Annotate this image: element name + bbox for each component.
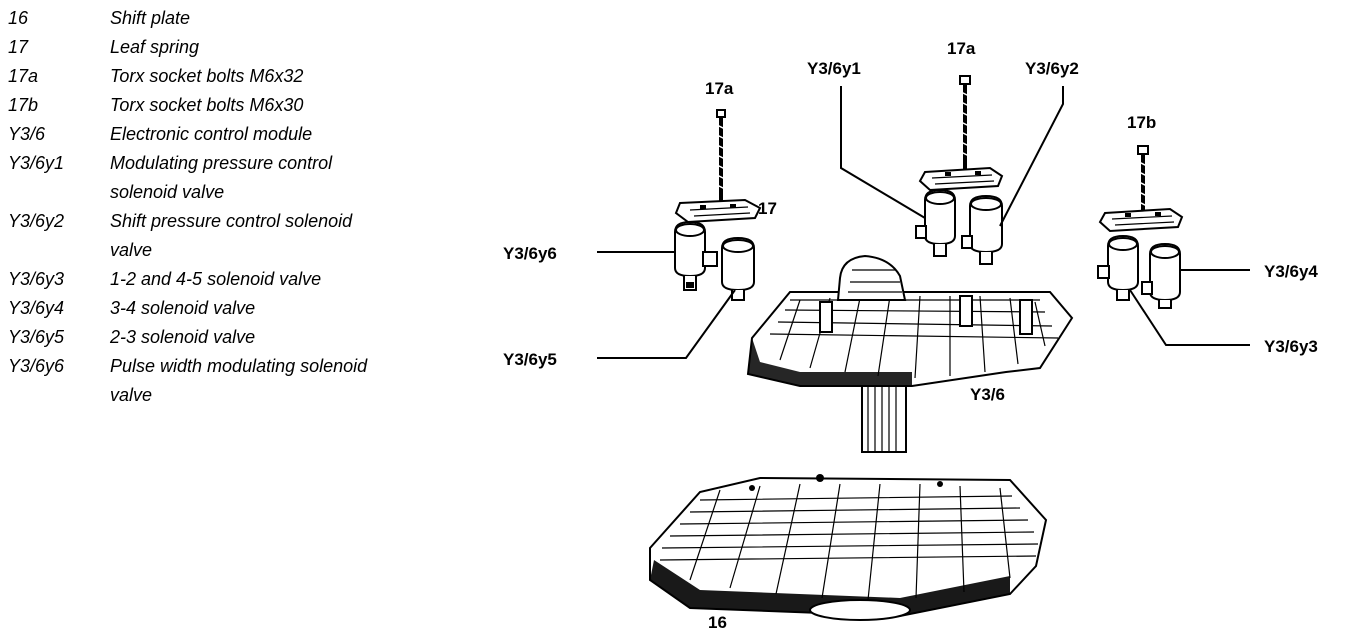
legend-desc-line2: solenoid valve bbox=[110, 182, 225, 202]
bolt-17a-left bbox=[716, 109, 726, 205]
label-17: 17 bbox=[758, 199, 777, 218]
legend-row: Y3/6y4 3-4 solenoid valve bbox=[8, 294, 478, 323]
label-16: 16 bbox=[708, 613, 727, 632]
label-y2: Y3/6y2 bbox=[1025, 59, 1079, 78]
label-17a-left: 17a bbox=[705, 79, 734, 98]
leaf-spring-right bbox=[1098, 207, 1184, 233]
legend-code: Y3/6y6 bbox=[8, 356, 65, 376]
legend-desc: Shift pressure control solenoid valve bbox=[110, 207, 478, 265]
label-y1: Y3/6y1 bbox=[807, 59, 861, 78]
leader-y3 bbox=[1129, 289, 1250, 346]
legend-desc: Torx socket bolts M6x32 bbox=[110, 66, 304, 86]
leader-y2 bbox=[999, 86, 1064, 227]
legend-desc-line1: Shift pressure control solenoid bbox=[110, 211, 353, 231]
legend-code: 16 bbox=[8, 8, 29, 28]
label-17a-top: 17a bbox=[947, 39, 976, 58]
legend-code: Y3/6y4 bbox=[8, 298, 65, 318]
exploded-diagram: 17a 17a 17b 17 Y3/6y1 Y3/6y2 Y3/6y3 Y3/6… bbox=[503, 39, 1318, 632]
legend-desc: Pulse width modulating solenoid valve bbox=[110, 352, 478, 410]
label-y3-6: Y3/6 bbox=[970, 385, 1005, 404]
leader-y1 bbox=[840, 86, 926, 219]
legend-desc-line2: valve bbox=[110, 240, 153, 260]
label-y6: Y3/6y6 bbox=[503, 244, 557, 263]
legend-row: Y3/6y2 Shift pressure control solenoid v… bbox=[8, 207, 478, 265]
bolt-17a-top bbox=[959, 75, 971, 172]
shift-plate bbox=[649, 474, 1048, 621]
label-y4: Y3/6y4 bbox=[1264, 262, 1318, 281]
legend-desc: 3-4 solenoid valve bbox=[110, 298, 256, 318]
legend-row: 16 Shift plate bbox=[8, 4, 478, 33]
legend-desc-line2: valve bbox=[110, 385, 153, 405]
legend-row: 17 Leaf spring bbox=[8, 33, 478, 62]
legend-row: Y3/6y5 2-3 solenoid valve bbox=[8, 323, 478, 352]
legend-desc-line1: Modulating pressure control bbox=[110, 153, 333, 173]
legend-desc: Leaf spring bbox=[110, 37, 200, 57]
label-y5: Y3/6y5 bbox=[503, 350, 557, 369]
legend-row: 17b Torx socket bolts M6x30 bbox=[8, 91, 478, 120]
leaf-spring-17-left bbox=[674, 198, 762, 224]
solenoid-y6 bbox=[674, 220, 718, 291]
legend-row: Y3/6y6 Pulse width modulating solenoid v… bbox=[8, 352, 478, 410]
legend-row: Y3/6y1 Modulating pressure control solen… bbox=[8, 149, 478, 207]
legend-code: 17b bbox=[8, 95, 39, 115]
label-17b: 17b bbox=[1127, 113, 1156, 132]
legend-code: Y3/6 bbox=[8, 124, 46, 144]
legend-row: Y3/6 Electronic control module bbox=[8, 120, 478, 149]
legend-desc: Torx socket bolts M6x30 bbox=[110, 95, 304, 115]
legend-row: 17a Torx socket bolts M6x32 bbox=[8, 62, 478, 91]
legend-code: 17a bbox=[8, 66, 39, 86]
solenoid-y1 bbox=[915, 188, 956, 257]
legend-code: Y3/6y5 bbox=[8, 327, 65, 347]
electronic-control-module bbox=[746, 254, 1074, 453]
solenoid-y3 bbox=[1097, 234, 1139, 301]
legend-code: Y3/6y1 bbox=[8, 153, 65, 173]
legend-code: Y3/6y2 bbox=[8, 211, 65, 231]
legend-code: Y3/6y3 bbox=[8, 269, 65, 289]
legend-desc: 1-2 and 4-5 solenoid valve bbox=[110, 269, 322, 289]
label-y3: Y3/6y3 bbox=[1264, 337, 1318, 356]
legend-code: 17 bbox=[8, 37, 29, 57]
leaf-spring-top bbox=[918, 166, 1004, 192]
leader-y5 bbox=[597, 289, 736, 359]
legend-desc: Shift plate bbox=[110, 8, 191, 28]
bolt-17b bbox=[1137, 145, 1149, 210]
solenoid-y2 bbox=[961, 194, 1003, 265]
legend-desc-line1: Pulse width modulating solenoid bbox=[110, 356, 368, 376]
solenoid-y4 bbox=[1141, 242, 1181, 309]
legend-row: Y3/6y3 1-2 and 4-5 solenoid valve bbox=[8, 265, 478, 294]
legend: 16 Shift plate 17 Leaf spring 17a Torx s… bbox=[8, 4, 478, 410]
legend-desc: Modulating pressure control solenoid val… bbox=[110, 149, 478, 207]
leader-lines bbox=[597, 86, 1250, 359]
solenoid-y5 bbox=[721, 236, 755, 301]
legend-desc: 2-3 solenoid valve bbox=[110, 327, 256, 347]
legend-desc: Electronic control module bbox=[110, 124, 313, 144]
